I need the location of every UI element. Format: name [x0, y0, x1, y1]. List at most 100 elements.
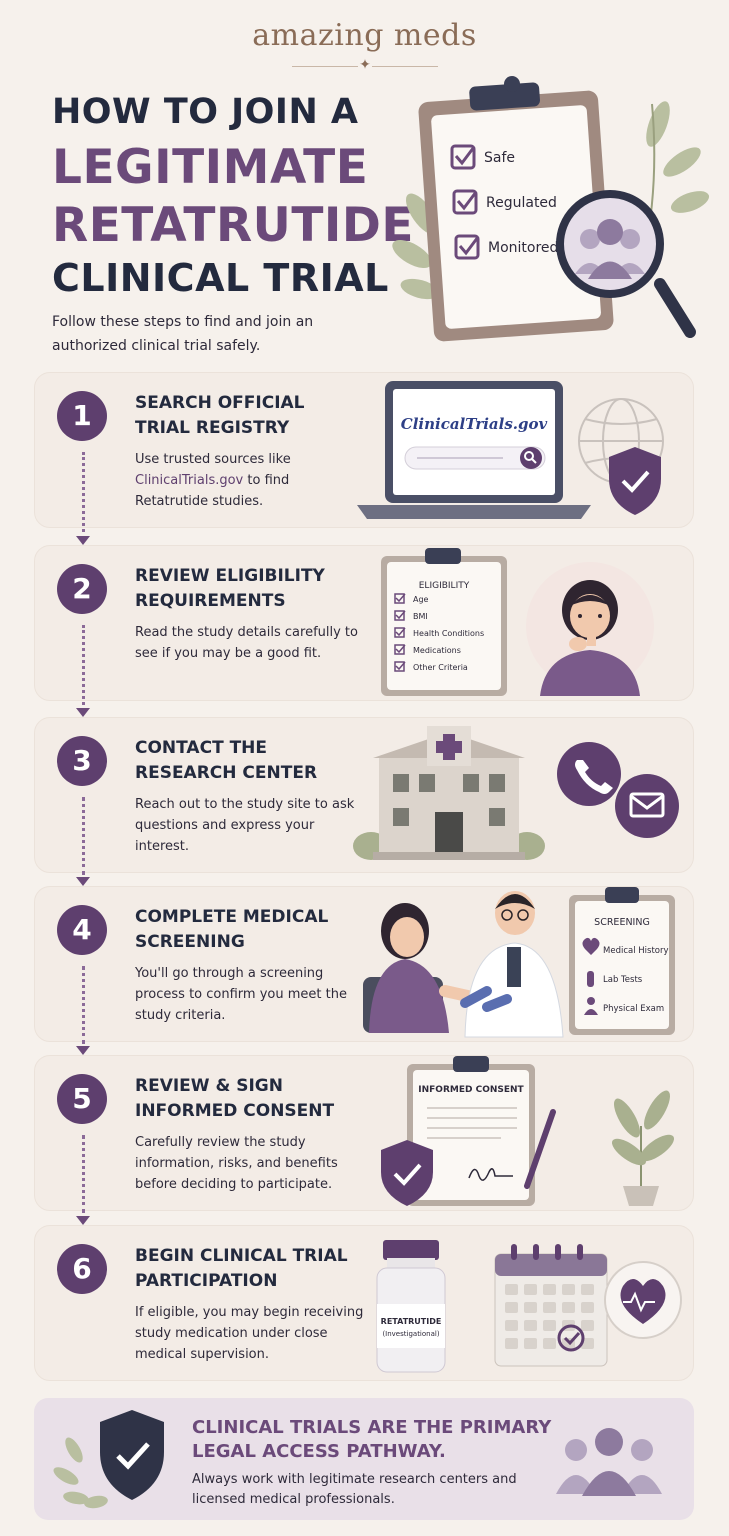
hero-heading-line2: LEGITIMATE: [52, 140, 369, 195]
sparkle-icon: ✦: [358, 57, 372, 73]
magnifier-icon: [556, 190, 696, 338]
laptop-illustration: ClinicalTrials.gov: [357, 381, 664, 519]
calendar-day-cell: [524, 1284, 537, 1295]
checkbox-icon: [394, 593, 405, 604]
doctor-icon: [460, 891, 564, 1038]
screening-item: Medical History: [603, 946, 669, 956]
calendar-day-cell: [581, 1284, 594, 1295]
step-card-4: 4 COMPLETE MEDICAL SCREENING You'll go t…: [34, 886, 694, 1042]
trial-participation-illustration: RETATRUTIDE (Investigational): [376, 1240, 682, 1373]
step-connector: [82, 1135, 85, 1213]
shield-check-icon: [100, 1410, 164, 1500]
hero-clipboard-illustration: Safe Regulated Monitored: [392, 76, 710, 342]
person-icon: [584, 997, 598, 1015]
step-title: COMPLETE MEDICAL SCREENING: [135, 907, 329, 952]
step-connector: [82, 797, 85, 875]
brand-logo: amazing meds: [252, 18, 477, 53]
checkbox-icon: [394, 627, 405, 638]
calendar-icon: [494, 1244, 608, 1367]
phone-icon: [557, 742, 621, 806]
calendar-day-cell: [543, 1284, 556, 1295]
step-description: Read the study details carefully to see …: [135, 625, 358, 661]
step-card-2: 2 REVIEW ELIGIBILITY REQUIREMENTS Read t…: [34, 545, 694, 701]
shield-check-icon: [381, 1140, 433, 1206]
hospital-building-icon: [373, 726, 525, 860]
step-description: You'll go through a screening process to…: [135, 966, 347, 1023]
calendar-day-cell: [524, 1302, 537, 1313]
step-description: If eligible, you may begin receiving stu…: [135, 1305, 364, 1362]
step-card-6: 6 BEGIN CLINICAL TRIAL PARTICIPATION If …: [34, 1225, 694, 1381]
calendar-day-cell: [524, 1320, 537, 1331]
eligibility-item: Other Criteria: [413, 663, 468, 672]
banner-shield-illustration: [53, 1410, 164, 1509]
arrow-down-icon: [76, 708, 90, 717]
banner-title: CLINICAL TRIALS ARE THE PRIMARY LEGAL AC…: [192, 1417, 552, 1462]
calendar-day-cell: [505, 1302, 518, 1313]
legal-access-banner: CLINICAL TRIALS ARE THE PRIMARY LEGAL AC…: [34, 1398, 694, 1520]
step-number: 4: [57, 905, 107, 955]
eligibility-item: Age: [413, 595, 429, 604]
checkbox-icon: [394, 610, 405, 621]
leaf-icon: [53, 1437, 108, 1509]
checkbox-icon: [394, 661, 405, 672]
screening-board-title: SCREENING: [594, 917, 650, 928]
eligibility-item: BMI: [413, 612, 428, 621]
screening-item: Physical Exam: [603, 1004, 664, 1014]
step-connector: [82, 452, 85, 532]
calendar-day-cell: [505, 1284, 518, 1295]
check-icon: [395, 593, 406, 603]
calendar-day-cell: [543, 1338, 556, 1349]
arrow-down-icon: [76, 536, 90, 545]
step-description: Use trusted sources like ClinicalTrials.…: [135, 452, 291, 509]
calendar-day-cell: [562, 1284, 575, 1295]
informed-consent-illustration: INFORMED CONSENT: [381, 1056, 675, 1206]
heart-icon: [582, 937, 600, 955]
leaf-icon: [639, 101, 710, 275]
calendar-day-cell: [581, 1338, 594, 1349]
step-number: 5: [57, 1074, 107, 1124]
step-connector: [82, 625, 85, 705]
checkbox-icon: [450, 144, 480, 260]
test-tube-icon: [587, 971, 594, 987]
arrow-down-icon: [76, 1216, 90, 1225]
hero-intro-text: Follow these steps to find and join an a…: [52, 314, 314, 354]
mail-icon: [615, 774, 679, 838]
eligibility-item: Health Conditions: [413, 629, 484, 638]
calendar-day-cell: [543, 1320, 556, 1331]
vial-icon: [376, 1240, 446, 1373]
vial-sublabel: (Investigational): [382, 1330, 439, 1338]
patient-icon: [363, 903, 487, 1033]
clipboard-item-safe: Safe: [484, 150, 515, 166]
research-center-illustration: [353, 726, 679, 860]
shield-check-icon: [609, 447, 661, 515]
plant-icon: [611, 1090, 675, 1206]
screening-item: Lab Tests: [603, 975, 643, 985]
calendar-day-cell: [562, 1302, 575, 1313]
hero-heading-line1: HOW TO JOIN A: [52, 92, 359, 132]
people-group-icon: [556, 1428, 662, 1496]
calendar-day-cell: [581, 1302, 594, 1313]
check-icon: [395, 661, 406, 671]
banner-description: Always work with legitimate research cen…: [192, 1472, 517, 1507]
vial-label: RETATRUTIDE: [381, 1317, 442, 1326]
pen-icon: [524, 1109, 556, 1189]
step-title: SEARCH OFFICIAL TRIAL REGISTRY: [135, 393, 305, 438]
step-number: 6: [57, 1244, 107, 1294]
step-card-5: 5 REVIEW & SIGN INFORMED CONSENT Careful…: [34, 1055, 694, 1211]
clipboard-item-monitored: Monitored: [488, 240, 558, 256]
arrow-down-icon: [76, 1046, 90, 1055]
calendar-day-cell: [505, 1320, 518, 1331]
check-icon: [395, 644, 406, 654]
check-icon: [395, 610, 406, 620]
clipboard-item-regulated: Regulated: [486, 195, 557, 211]
signature-icon: [468, 1168, 513, 1181]
step-number: 1: [57, 391, 107, 441]
registry-link[interactable]: ClinicalTrials.gov: [135, 473, 244, 488]
step-description: Carefully review the study information, …: [135, 1135, 338, 1192]
consent-doc-title: INFORMED CONSENT: [418, 1085, 524, 1095]
step-number: 3: [57, 736, 107, 786]
arrow-down-icon: [76, 877, 90, 886]
step-title: REVIEW & SIGN INFORMED CONSENT: [135, 1076, 335, 1121]
step-card-3: 3 CONTACT THE RESEARCH CENTER Reach out …: [34, 717, 694, 873]
